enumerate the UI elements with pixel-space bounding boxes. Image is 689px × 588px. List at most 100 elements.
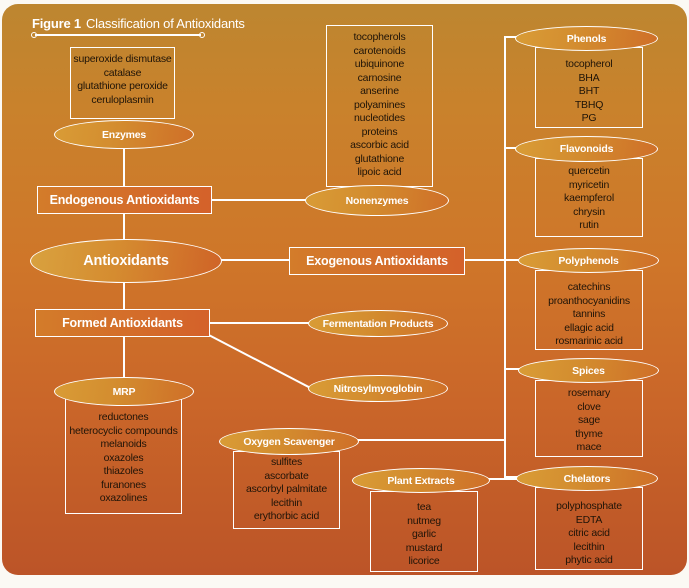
node-endogenous-label: Endogenous Antioxidants: [49, 193, 200, 207]
figure-label: Figure 1: [32, 16, 81, 31]
node-nonenzymes-label: Nonenzymes: [345, 194, 409, 207]
node-formed-antioxidants: Formed Antioxidants: [35, 309, 210, 337]
node-formed-label: Formed Antioxidants: [62, 316, 183, 330]
node-spices-label: Spices: [572, 364, 605, 377]
node-endogenous-antioxidants: Endogenous Antioxidants: [37, 186, 212, 214]
list-item: ascorbate: [264, 469, 309, 482]
list-item: lipoic acid: [357, 166, 402, 178]
list-item: lecithin: [270, 496, 303, 509]
node-phenols-label: Phenols: [566, 32, 607, 45]
list-item: reductones: [98, 411, 149, 423]
list-item: glutathione peroxide: [77, 80, 168, 92]
node-mrp-label: MRP: [112, 385, 136, 398]
list-item: BHT: [578, 85, 600, 97]
list-item: proanthocyanidins: [548, 294, 630, 307]
list-item: sulfites: [270, 456, 303, 468]
list-item: ascorbyl palmitate: [245, 483, 328, 495]
list-item: nutmeg: [407, 514, 441, 527]
list-item: tea: [417, 501, 431, 513]
list-item: mustard: [405, 541, 443, 554]
figure-title-text: Classification of Antioxidants: [85, 16, 245, 31]
list-item: quercetin: [568, 165, 610, 177]
node-antioxidants: Antioxidants: [30, 239, 222, 283]
list-item: lecithin: [573, 540, 605, 553]
list-item: thiazoles: [103, 465, 144, 477]
connector-endogenous-nonenzymes: [210, 199, 308, 201]
figure-title: Figure 1 Classification of Antioxidants: [32, 16, 245, 31]
list-item: tannins: [572, 308, 606, 320]
node-flavonoids-label: Flavonoids: [559, 143, 614, 155]
connector-endogenous-antioxidants: [123, 212, 125, 242]
list-item: furanones: [101, 478, 146, 491]
list-item: catalase: [103, 66, 142, 79]
connector-trunk: [504, 36, 506, 480]
node-fermentation-products-label: Fermentation Products: [322, 317, 434, 330]
list-item: citric acid: [568, 527, 610, 539]
connector-formed-fermentation: [208, 322, 310, 324]
list-item: TBHQ: [574, 98, 604, 111]
list-item: superoxide dismutase: [73, 53, 172, 65]
connector-formed-mrp: [123, 334, 125, 380]
list-item: phytic acid: [565, 554, 613, 566]
connector-trunk-flavonoids: [505, 147, 517, 149]
list-item: ellagic acid: [564, 321, 614, 334]
list-item: carotenoids: [353, 44, 406, 57]
connector-exogenous-trunk: [463, 259, 507, 261]
list-item: thyme: [575, 427, 603, 440]
list-item: tocopherol: [565, 58, 613, 70]
node-plant-extracts-label: Plant Extracts: [387, 474, 455, 487]
connector-trunk-spices: [505, 368, 520, 370]
list-item: rosmarinic acid: [555, 335, 623, 347]
list-item: anserine: [360, 85, 399, 97]
node-nitrosylmyoglobin-label: Nitrosylmyoglobin: [333, 382, 423, 395]
list-item: ceruloplasmin: [91, 93, 154, 106]
list-item: BHA: [578, 71, 600, 84]
list-item: licorice: [408, 555, 440, 567]
list-item: PG: [581, 112, 597, 124]
node-plant-extracts: Plant Extracts: [352, 468, 490, 493]
list-item: oxazoles: [103, 451, 144, 464]
connector-trunk-polyphenols: [505, 259, 520, 261]
list-item: oxazolines: [99, 492, 148, 504]
node-exogenous-label: Exogenous Antioxidants: [306, 254, 448, 268]
node-oxygen-scavenger-label: Oxygen Scavenger: [243, 435, 335, 448]
node-exogenous-antioxidants: Exogenous Antioxidants: [289, 247, 465, 275]
node-phenols: Phenols: [515, 26, 658, 51]
connector-antioxidants-formed: [123, 281, 125, 311]
list-item: sage: [578, 414, 600, 426]
list-item: polyphosphate: [556, 500, 622, 512]
list-item: glutathione: [354, 152, 405, 165]
node-fermentation-products: Fermentation Products: [308, 310, 448, 337]
list-item: erythorbic acid: [253, 510, 320, 522]
node-enzymes: Enzymes: [54, 120, 194, 149]
underline-dot-left: [31, 32, 37, 38]
connector-formed-nitrosylmyoglobin: [208, 334, 310, 388]
node-chelators: Chelators: [516, 466, 658, 491]
list-item: mace: [576, 441, 602, 453]
list-item: kaempferol: [564, 192, 614, 204]
node-spices: Spices: [518, 358, 659, 383]
list-item: proteins: [361, 125, 398, 138]
list-item: ubiquinone: [354, 58, 405, 70]
list-item: nucleotides: [354, 112, 405, 124]
node-chelators-label: Chelators: [563, 472, 611, 485]
connector-plant-extracts-trunk: [488, 478, 518, 480]
connector-oxygen-scavenger-trunk: [356, 439, 506, 441]
list-item: catechins: [567, 281, 611, 293]
